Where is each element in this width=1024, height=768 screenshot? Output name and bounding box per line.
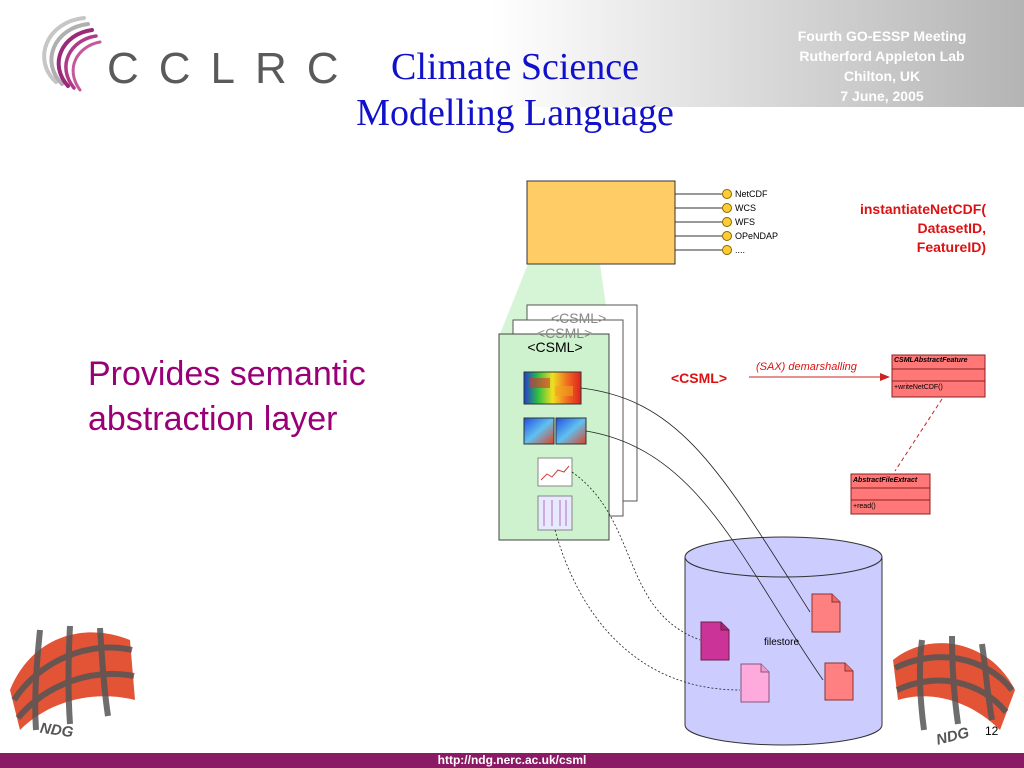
cclrc-logo-text: CCLRC bbox=[107, 44, 359, 93]
profile-feature-thumbnail-b bbox=[555, 417, 587, 445]
slide-title: Climate Science Modelling Language bbox=[300, 44, 730, 136]
meeting-line-2: Rutherford Appleton Lab bbox=[799, 48, 965, 64]
header-band bbox=[0, 0, 1024, 107]
file-icon-magenta bbox=[700, 621, 730, 661]
instantiate-call: instantiateNetCDF( DatasetID, FeatureID) bbox=[790, 200, 986, 257]
cclrc-swoosh-logo bbox=[42, 16, 102, 92]
page-number: 12 bbox=[985, 724, 999, 738]
uml-class-abstractfileextract bbox=[850, 473, 931, 515]
port-more-icon bbox=[722, 245, 732, 255]
class1-method: +writeNetCDF() bbox=[894, 384, 943, 391]
csml-ghost-label-2: <CSML> bbox=[537, 325, 593, 341]
port-netcdf-icon bbox=[722, 189, 732, 199]
ndg-globe-logo-right bbox=[893, 635, 1015, 731]
uml-class-csmlabstractfeature bbox=[891, 354, 986, 398]
instantiate-line-1: instantiateNetCDF( bbox=[859, 201, 986, 217]
port-connectors bbox=[675, 189, 732, 255]
data-service-box bbox=[526, 180, 676, 265]
csml-document-label: <CSML> bbox=[527, 339, 583, 355]
meeting-line-4: 7 June, 2005 bbox=[840, 88, 924, 104]
port-label-netcdf: NetCDF bbox=[735, 189, 768, 199]
class2-name: AbstractFileExtract bbox=[853, 477, 918, 484]
file-icon-salmon-1 bbox=[811, 593, 841, 633]
point-series-thumbnail bbox=[537, 457, 573, 487]
meeting-line-1: Fourth GO-ESSP Meeting bbox=[797, 28, 967, 44]
uml-dependency-line bbox=[894, 398, 943, 472]
instantiate-line-3: FeatureID) bbox=[916, 239, 986, 255]
port-label-more: .... bbox=[735, 245, 746, 255]
filestore-label: filestore bbox=[764, 637, 800, 648]
port-wfs-icon bbox=[722, 217, 732, 227]
file-connectors bbox=[554, 387, 824, 691]
profile-feature-thumbnail-a bbox=[523, 417, 555, 445]
trajectory-thumbnail bbox=[537, 495, 573, 531]
ndg-globe-logo-left bbox=[10, 625, 135, 731]
port-label-opendap: OPeNDAP bbox=[735, 231, 779, 241]
instantiate-line-2: DatasetID, bbox=[917, 220, 986, 236]
title-line-1: Climate Science bbox=[391, 46, 639, 88]
csml-ghost-label-1: <CSML> bbox=[551, 310, 607, 326]
provides-text: Provides semantic abstraction layer bbox=[88, 355, 366, 438]
sax-demarshalling-label: (SAX) demarshalling bbox=[756, 361, 857, 373]
port-wcs-icon bbox=[722, 203, 732, 213]
file-icon-pink bbox=[740, 663, 770, 703]
port-label-wcs: WCS bbox=[735, 203, 756, 213]
class1-name: CSMLAbstractFeature bbox=[894, 357, 968, 364]
meeting-info: Fourth GO-ESSP Meeting Rutherford Applet… bbox=[752, 26, 1012, 106]
meeting-line-3: Chilton, UK bbox=[843, 68, 921, 84]
csml-input-label: <CSML> bbox=[671, 370, 728, 386]
port-label-wfs: WFS bbox=[735, 217, 755, 227]
footer-bar bbox=[0, 753, 1024, 768]
title-line-2: Modelling Language bbox=[356, 92, 674, 134]
port-opendap-icon bbox=[722, 231, 732, 241]
footer-url[interactable]: http://ndg.nerc.ac.uk/csml bbox=[437, 753, 587, 767]
class2-method: +read() bbox=[853, 503, 876, 510]
file-icon-salmon-2 bbox=[824, 662, 854, 701]
